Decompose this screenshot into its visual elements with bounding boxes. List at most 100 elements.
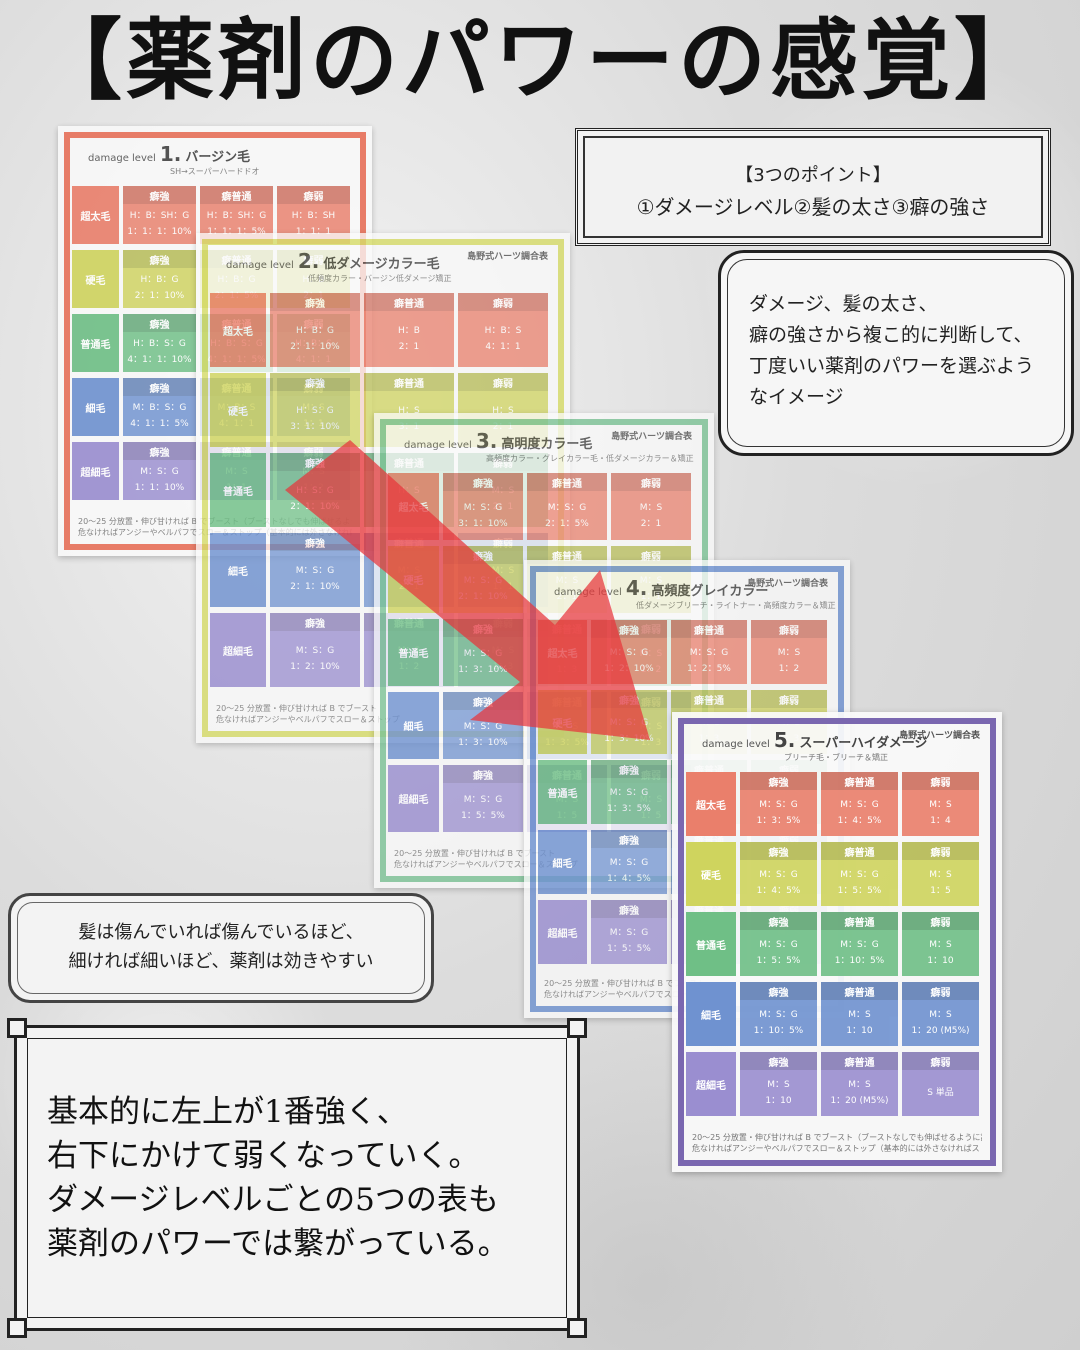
cell-values: M：S：G 1：5：5% [443,783,523,832]
three-points-heading: 【3つのポイント】 [735,165,891,186]
cell-header: 癖弱 [902,912,979,930]
cell-header: 癖弱 [458,373,548,391]
row-label: 普通毛 [72,314,119,372]
cell-value: M：B：S：G [132,403,187,413]
sheet-subtitle: SH→スーパーハードドオ [170,167,260,176]
sheet-subtitle: ブリーチ毛・ブリーチ＆矯正 [784,753,888,762]
cell-header: 癖普通 [200,186,273,204]
cell-header: 癖強 [443,473,523,491]
corner-ornament [7,1318,27,1338]
cell-value: M：S [929,870,952,880]
sheet-subtitle: 高頻度カラー・グレイカラー毛・低ダメージカラー＆矯正 [486,454,694,463]
row-label: 超太毛 [72,186,119,244]
three-points-box: 【3つのポイント】 ①ダメージレベル②髪の太さ③癖の強さ [575,128,1051,246]
note-line: 細ければ細いほど、薬剤は効きやすい [68,951,374,972]
footer-line: 20〜25 分放置・伸び甘ければ B でブースト [394,849,556,858]
row-label: 普通毛 [686,912,736,976]
cell-value: H：B：G [296,326,334,336]
sheet-brand: 島野式ハーツ調合表 [899,731,980,741]
cell-value: M：S [639,502,663,513]
sheet-name: 低ダメージカラー毛 [323,257,440,272]
direction-arrow [285,440,650,740]
cell-header: 癖弱 [277,186,350,204]
row-label: 超太毛 [686,772,736,836]
cell-value: M：S：G [463,794,503,805]
cell-header: 癖弱 [902,1052,979,1070]
chart-cell: 癖弱 S 単品 [902,1052,979,1116]
damage-level-label: damage level [404,440,472,451]
cell-header: 癖弱 [902,982,979,1000]
row-label: 超細毛 [686,1052,736,1116]
cell-value: M：S [848,1080,871,1090]
footer-line: 20〜25 分放置・伸び甘ければ B でブースト（ブーストなしでも伸ばせるように… [692,1133,982,1142]
cell-value: H：S [492,406,514,416]
cell-value: 1：2 [778,664,800,674]
cell-header: 癖弱 [611,546,691,564]
sheet-subtitle: 低ダメージブリーチ・ライトナー・高頻度カラー＆矯正 [636,601,836,610]
row-label: 普通毛 [210,453,266,527]
cell-header: 癖強 [123,378,196,396]
cell-header: 癖強 [270,373,360,391]
cell-value: 1：10 [846,1026,873,1036]
cell-value: 1：1：1 [295,227,332,237]
cell-value: 1：5：5% [461,810,505,821]
row-label: 普通毛 [388,619,439,686]
footer-line: 20〜25 分放置・伸び甘ければ B でブースト [216,704,378,713]
cell-value: S 単品 [927,1088,954,1098]
cell-header: 癖普通 [364,373,454,391]
row-label: 細毛 [388,692,439,759]
cell-value: 1：10 [927,956,954,966]
row-label: 超細毛 [538,900,587,964]
direction-arrow-shape [285,440,650,740]
cell-value: M：S [777,648,801,658]
corner-ornament [567,1018,587,1038]
cell-value: H：B：SH：G [206,211,267,221]
cell-value: 3：1：10% [458,518,508,529]
cell-value: 1：2：5% [687,664,731,674]
cell-value: 4：1：1：5% [130,419,189,429]
footer-line: 危なければアンジーやベルパフでスロー＆ストップ [544,990,728,999]
summary-box-border [27,1038,567,1318]
cell-value: M：S：G [295,566,335,576]
cell-header: 癖弱 [902,772,979,790]
cell-value: 1：4：5% [607,874,651,884]
page-title: 【薬剤のパワーの感覚】 [33,9,1046,112]
cell-header: 癖普通 [821,912,898,930]
footer-line: 危なければアンジーやベルパフでスロー＆ストップ [394,860,578,869]
cell-value: H：S：G [296,406,334,416]
cell-header: 癖強 [740,912,817,930]
cell-value: 1：10 [765,1096,792,1106]
cell-header: 癖普通 [527,473,607,491]
